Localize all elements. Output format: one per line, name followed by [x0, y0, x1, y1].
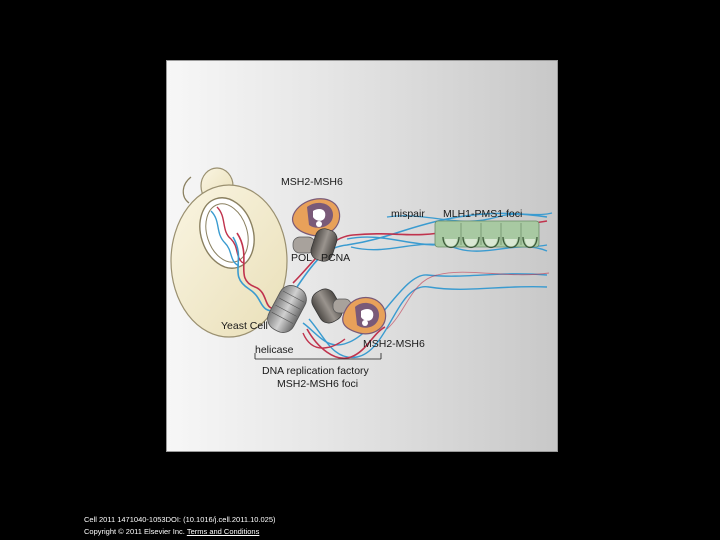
label-pcna: PCNA: [321, 252, 350, 264]
lower-daughter-dna: [302, 271, 550, 360]
citation-text: Cell 2011 1471040-1053DOI: (10.1016/j.ce…: [84, 515, 276, 524]
msh2-msh6-top-complex: [292, 198, 341, 237]
terms-and-conditions-link[interactable]: Terms and Conditions: [186, 527, 260, 536]
helicase: [267, 285, 307, 333]
figure-footer: Cell 2011 1471040-1053DOI: (10.1016/j.ce…: [84, 514, 276, 538]
label-pol: POL: [291, 252, 312, 264]
pol-pcna-top: [292, 228, 338, 262]
mlh1-pms1-foci: [434, 220, 540, 249]
label-dna-replication-factory: DNA replication factory: [262, 365, 370, 377]
label-helicase: helicase: [255, 344, 294, 356]
copyright-line: Copyright © 2011 Elsevier Inc. Terms and…: [84, 526, 276, 538]
parental-dna: [232, 232, 284, 312]
label-msh2-msh6-top: MSH2-MSH6: [281, 176, 343, 188]
bud-scar-mark: [182, 176, 192, 204]
label-yeast-cell: Yeast Cell: [221, 320, 268, 332]
label-msh2-msh6-foci: MSH2-MSH6 foci: [277, 378, 358, 390]
mismatch-repair-diagram: MSH2-MSH6 mispair MLH1-PMS1 foci POL PCN…: [170, 167, 553, 390]
label-mispair: mispair: [391, 208, 425, 220]
msh2-msh6-bottom-complex: [342, 297, 387, 335]
nuclear-dna-blue: [210, 210, 240, 267]
figure-panel: MSH2-MSH6 mispair MLH1-PMS1 foci POL PCN…: [166, 60, 558, 452]
pcna-top: [310, 228, 338, 262]
copyright-text: Copyright © 2011 Elsevier Inc.: [84, 527, 185, 536]
label-mlh1-pms1-foci: MLH1-PMS1 foci: [443, 208, 522, 220]
label-msh2-msh6-bottom: MSH2-MSH6: [363, 338, 425, 350]
